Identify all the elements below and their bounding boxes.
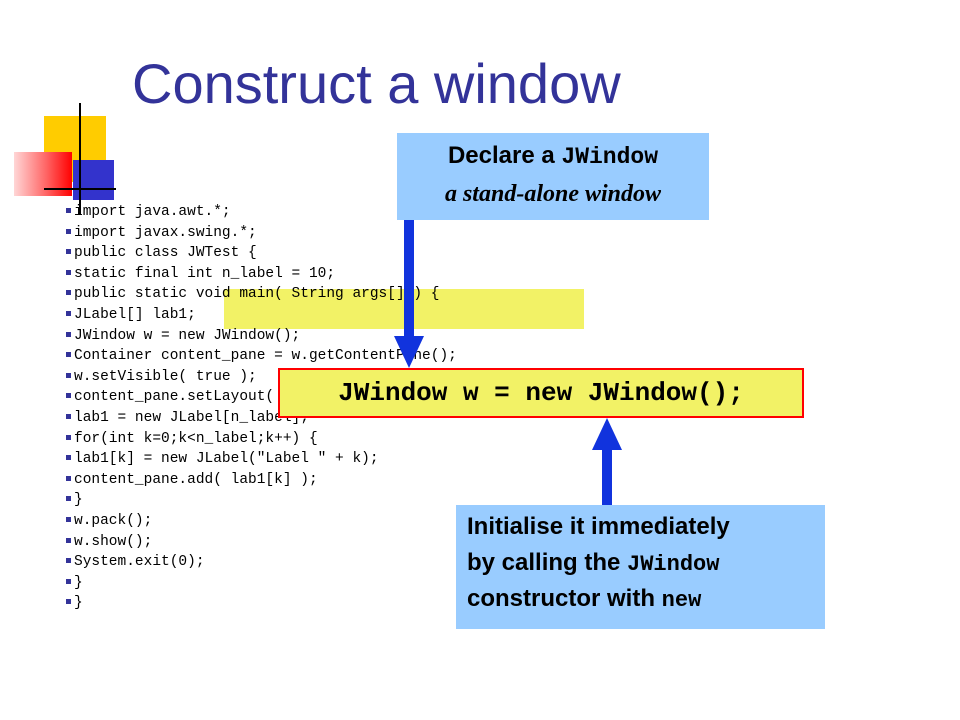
code-line: System.exit(0); — [66, 552, 205, 573]
bullet-icon — [66, 517, 71, 522]
bullet-icon — [66, 496, 71, 502]
callout-initialise-line1: Initialise it immediately — [467, 513, 730, 540]
arrow-up-icon — [592, 418, 622, 506]
bullet-icon — [66, 331, 71, 337]
highlighted-statement-box: JWindow w = new JWindow(); — [278, 368, 804, 418]
bullet-icon — [66, 311, 71, 316]
code-line: lab1[k] = new JLabel("Label " + k); — [66, 449, 379, 470]
code-line: w.show(); — [66, 532, 152, 553]
callout-declare-subtitle: a stand-alone window — [444, 181, 662, 207]
code-line: lab1 = new JLabel[n_label]; — [66, 408, 309, 429]
code-line: public static void main( String args[] )… — [66, 284, 439, 305]
decor-horizontal-line — [44, 188, 116, 190]
code-line: for(int k=0;k<n_label;k++) { — [66, 429, 318, 450]
bullet-icon — [66, 269, 71, 275]
bullet-icon — [66, 249, 71, 255]
code-line: import javax.swing.*; — [66, 223, 257, 244]
bullet-icon — [66, 434, 71, 440]
bullet-icon — [66, 208, 71, 213]
bullet-icon — [66, 475, 71, 481]
bullet-icon — [66, 455, 71, 461]
code-line: JWindow w = new JWindow(); — [66, 326, 300, 347]
bullet-icon — [66, 599, 71, 605]
code-line: w.pack(); — [66, 511, 152, 532]
decor-vertical-line — [79, 103, 81, 215]
code-line: content_pane.add( lab1[k] ); — [66, 470, 318, 491]
arrow-down-icon — [394, 220, 424, 368]
code-line: } — [66, 490, 83, 511]
callout-initialise: Initialise it immediately by calling the… — [456, 505, 825, 629]
callout-declare-heading: Declare a JWindow — [447, 142, 659, 170]
bullet-icon — [66, 290, 71, 296]
bullet-icon — [66, 393, 71, 399]
bullet-icon — [66, 414, 71, 419]
bullet-icon — [66, 558, 71, 564]
slide-title: Construct a window — [132, 52, 621, 115]
bullet-icon — [66, 228, 71, 234]
bullet-icon — [66, 537, 71, 543]
callout-initialise-line2: by calling the JWindow — [467, 549, 720, 577]
bullet-icon — [66, 372, 71, 378]
bullet-icon — [66, 578, 71, 584]
code-line: JLabel[] lab1; — [66, 305, 196, 326]
code-line: public class JWTest { — [66, 243, 257, 264]
code-line: static final int n_label = 10; — [66, 264, 335, 285]
callout-initialise-line3: constructor with new — [467, 585, 702, 613]
highlighted-statement-text: JWindow w = new JWindow(); — [338, 378, 744, 408]
callout-declare: Declare a JWindow a stand-alone window — [397, 133, 709, 220]
code-line: w.setVisible( true ); — [66, 367, 257, 388]
bullet-icon — [66, 352, 71, 358]
code-line: } — [66, 573, 83, 594]
code-line: import java.awt.*; — [66, 202, 231, 223]
code-line: } — [66, 593, 83, 614]
